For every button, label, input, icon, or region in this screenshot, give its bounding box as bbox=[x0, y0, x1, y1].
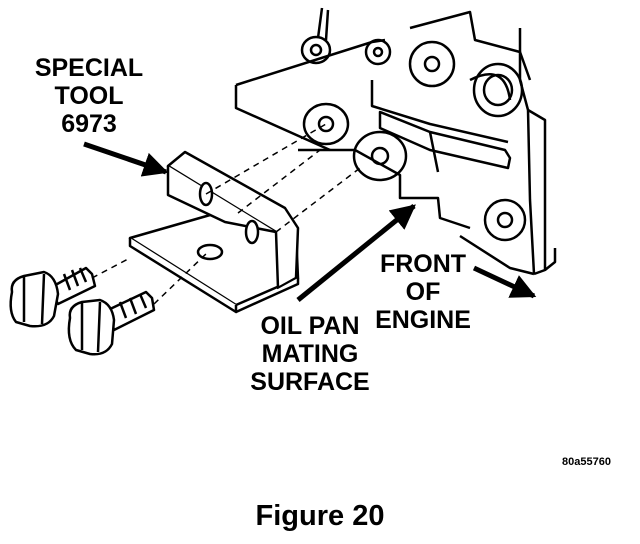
figure-caption: Figure 20 bbox=[255, 500, 385, 532]
engine-bolt-bosses bbox=[300, 35, 527, 242]
alignment-dashed-lines bbox=[91, 123, 361, 305]
special-tool-line-1: SPECIAL bbox=[34, 54, 144, 82]
special-tool-line-3: 6973 bbox=[61, 110, 117, 138]
pointer-arrows bbox=[83, 141, 537, 302]
special-tool-bracket bbox=[128, 150, 300, 314]
special-tool-label: SPECIAL TOOL 6973 bbox=[14, 54, 164, 138]
front-of-engine-label: FRONT OF ENGINE bbox=[368, 250, 478, 334]
front-of-engine-line-2: OF bbox=[405, 278, 441, 306]
bolt-upper bbox=[9, 266, 97, 328]
front-of-engine-line-1: FRONT bbox=[379, 250, 467, 278]
oil-pan-line-1: OIL PAN bbox=[260, 312, 360, 340]
special-tool-line-2: TOOL bbox=[54, 82, 124, 110]
bolt-lower bbox=[67, 290, 156, 356]
oil-pan-line-2: MATING bbox=[261, 340, 359, 368]
part-code: 80a55760 bbox=[562, 456, 611, 468]
front-of-engine-arrow bbox=[472, 265, 537, 299]
oil-pan-line-3: SURFACE bbox=[250, 368, 370, 396]
oil-pan-mating-surface-label: OIL PAN MATING SURFACE bbox=[230, 312, 390, 396]
oil-pan-arrow bbox=[296, 204, 416, 302]
special-tool-arrow bbox=[83, 141, 169, 177]
front-of-engine-line-3: ENGINE bbox=[375, 306, 471, 334]
